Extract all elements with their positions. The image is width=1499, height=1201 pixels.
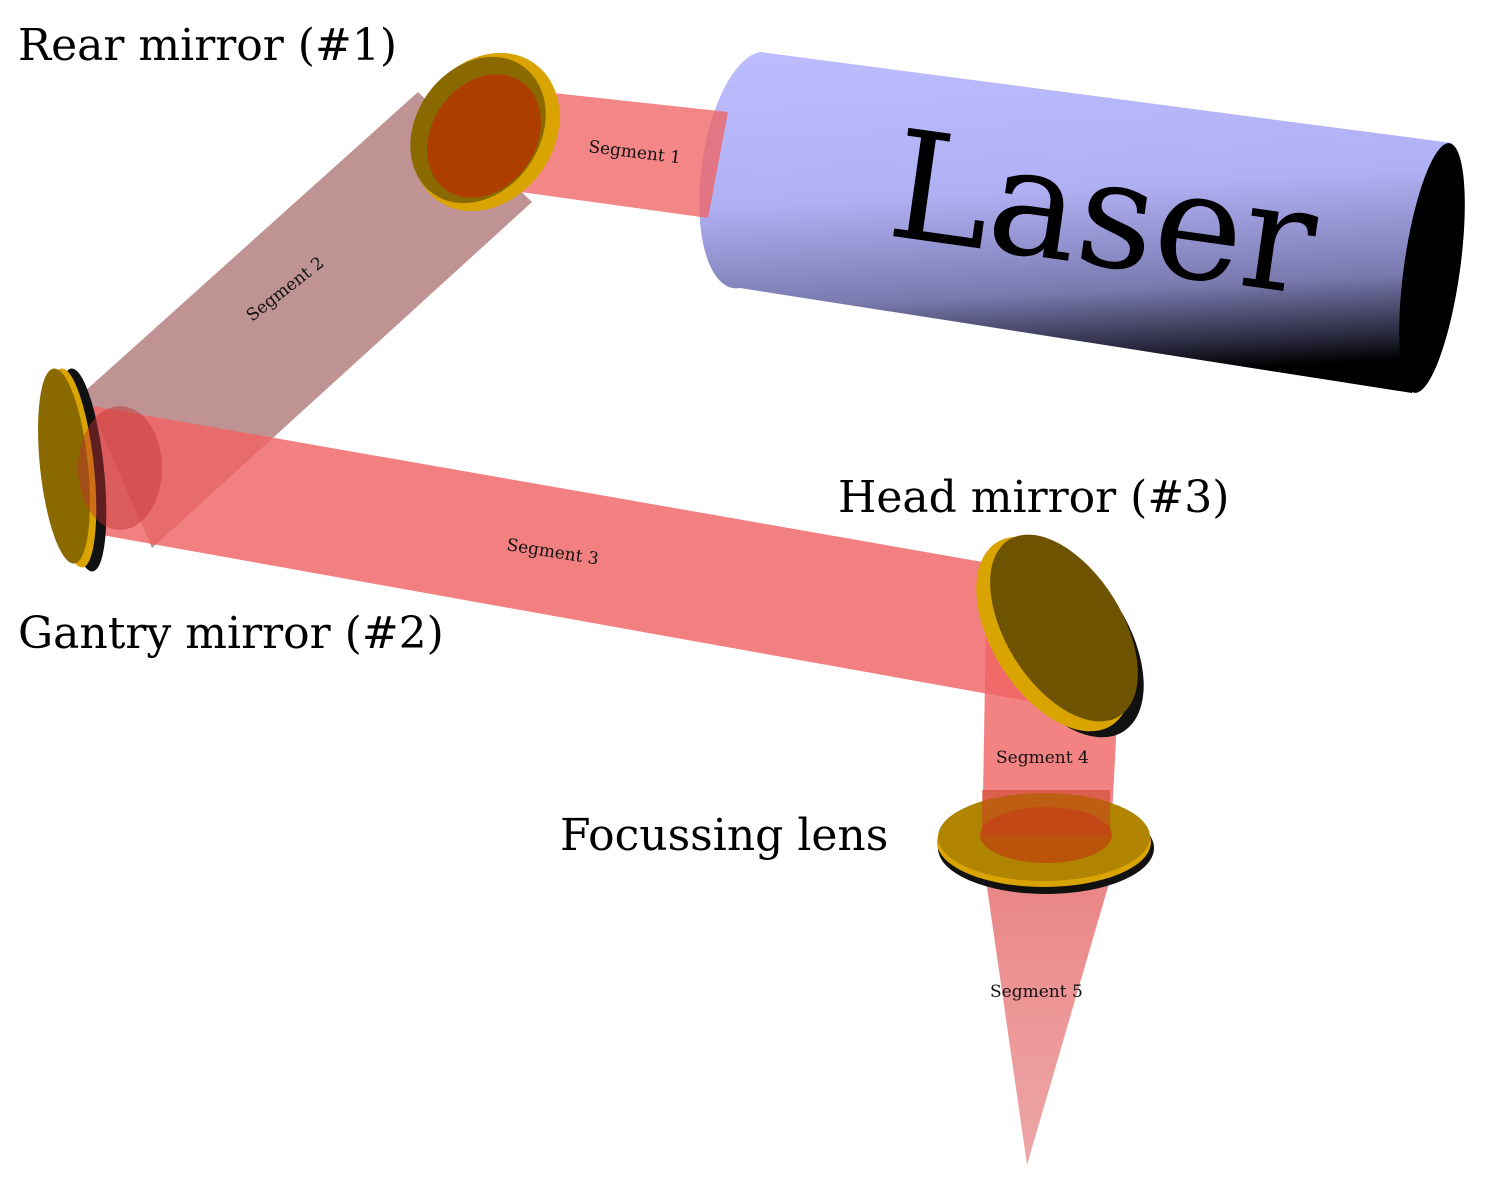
focussing-lens [937,790,1154,894]
gantry-mirror-label: Gantry mirror (#2) [18,608,444,659]
head-mirror-label: Head mirror (#3) [838,472,1230,523]
segment-4-label: Segment 4 [996,748,1089,768]
rear-mirror-label: Rear mirror (#1) [18,20,397,71]
segment-3-beam [86,405,1050,705]
gantry-mirror [38,368,162,572]
segment-5-label: Segment 5 [990,982,1083,1002]
head-mirror [976,534,1144,738]
laser-body: Laser [699,52,1465,393]
segment-5-beam [986,880,1110,1165]
focussing-lens-label: Focussing lens [560,810,889,861]
rear-mirror [410,52,560,212]
